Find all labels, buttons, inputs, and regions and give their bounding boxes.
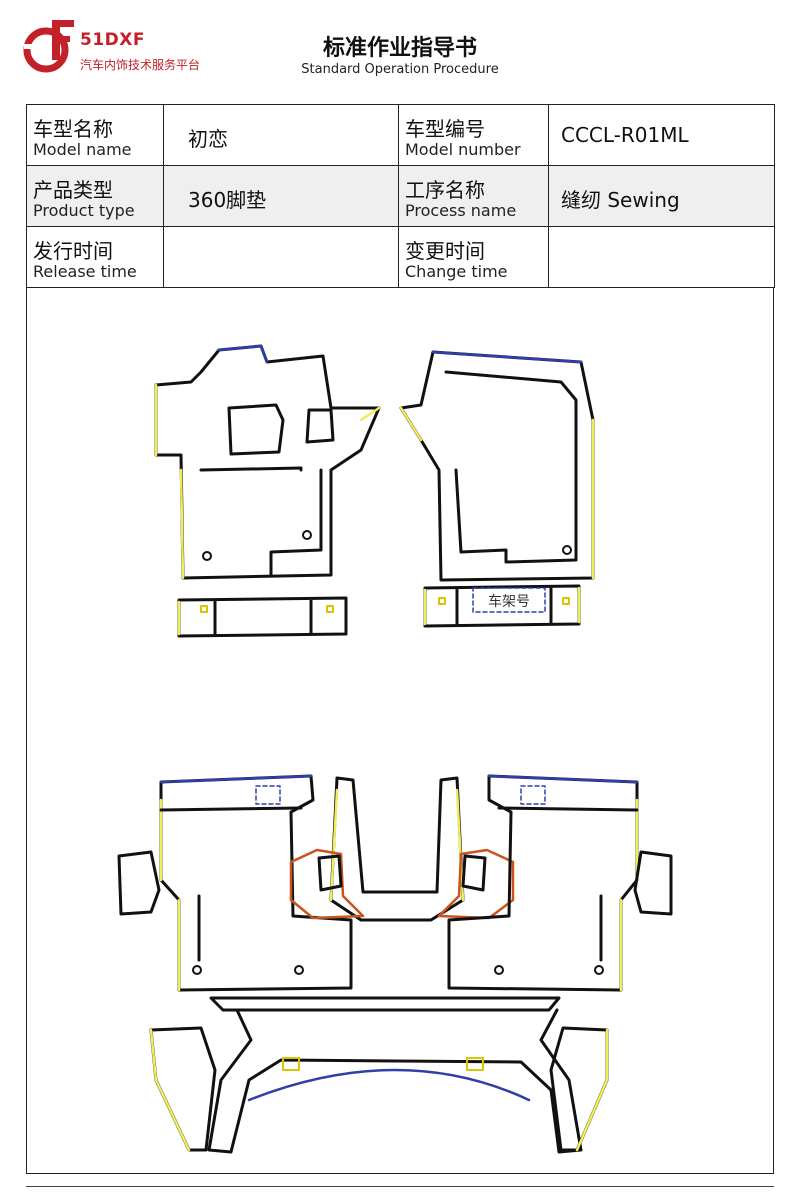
mat-front-left-edge-yellow bbox=[154, 383, 381, 580]
mat-front-left-clip-2 bbox=[326, 605, 334, 613]
mat-rear-left-outline bbox=[159, 774, 353, 992]
mat-rear-tunnel-outline bbox=[329, 776, 465, 922]
mat-rear-left-seat-rail bbox=[159, 806, 303, 962]
mat-trunk-top-strip bbox=[209, 996, 561, 1012]
mat-front-right-eyelet bbox=[562, 545, 572, 555]
mat-rear-left-side-tab bbox=[117, 850, 161, 916]
change-time-value-cell bbox=[548, 226, 775, 288]
process-name-value: 缝纫 Sewing bbox=[561, 188, 680, 212]
mat-front-left-eyelet-2 bbox=[302, 530, 312, 540]
process-name-label-cn: 工序名称 bbox=[405, 178, 485, 202]
mat-front-right-edge-blue bbox=[431, 350, 583, 364]
mat-front-left bbox=[154, 344, 381, 638]
page-title: 标准作业指导书 bbox=[322, 36, 477, 61]
mat-trunk-edge-yellow bbox=[149, 1028, 609, 1152]
mat-trunk-inner-arch bbox=[247, 1068, 531, 1102]
mat-front-left-bottom-strip bbox=[177, 596, 348, 638]
model-number-label-cn: 车型编号 bbox=[405, 117, 485, 141]
model-number-label-cell: 车型编号 Model number bbox=[398, 104, 549, 166]
mat-rear-tunnel-flap-left bbox=[289, 848, 365, 920]
info-row-model: 车型名称 Model name 初恋 车型编号 Model number CCC… bbox=[26, 104, 775, 166]
mat-rear-left-eyelet-2 bbox=[294, 965, 304, 975]
mat-rear-tunnel-pocket-right bbox=[461, 854, 487, 892]
logo-mark-icon bbox=[23, 20, 74, 73]
model-name-value: 初恋 bbox=[188, 127, 228, 151]
mat-trunk bbox=[149, 996, 609, 1154]
mat-rear-right bbox=[447, 774, 673, 992]
mat-trunk-outline bbox=[207, 1008, 583, 1154]
process-name-label-cell: 工序名称 Process name bbox=[398, 165, 549, 227]
release-time-label-cell: 发行时间 Release time bbox=[26, 226, 164, 288]
model-name-label-cell: 车型名称 Model name bbox=[26, 104, 164, 166]
mat-front-left-outline bbox=[154, 344, 381, 580]
product-type-label-cell: 产品类型 Product type bbox=[26, 165, 164, 227]
logo-brand-text: 51DXF bbox=[80, 30, 145, 50]
release-time-value-cell bbox=[163, 226, 399, 288]
model-name-label-cn: 车型名称 bbox=[33, 117, 113, 141]
process-name-value-cell: 缝纫 Sewing bbox=[548, 165, 775, 227]
mat-rear-right-edge-blue bbox=[487, 774, 639, 784]
pattern-drawing-area: 车架号 bbox=[26, 288, 774, 1174]
mat-front-left-eyelet bbox=[202, 551, 212, 561]
mat-rear-right-eyelet bbox=[494, 965, 504, 975]
model-number-value: CCCL-R01ML bbox=[561, 123, 689, 147]
mat-front-left-edge-blue bbox=[217, 344, 269, 364]
brand-logo: 51DXF 汽车内饰技术服务平台 bbox=[22, 18, 232, 78]
mat-front-right-edge-yellow bbox=[399, 406, 595, 580]
mat-front-right-frame-label-box bbox=[472, 587, 546, 613]
product-type-value: 360脚垫 bbox=[188, 188, 267, 212]
product-type-label-en: Product type bbox=[33, 201, 135, 220]
change-time-label-cn: 变更时间 bbox=[405, 239, 485, 263]
mat-front-left-clip bbox=[200, 605, 208, 613]
frame-number-label: 车架号 bbox=[488, 593, 530, 610]
mat-front-right-bottom-strip-edge bbox=[423, 586, 581, 626]
change-time-label-en: Change time bbox=[405, 262, 508, 281]
page-subtitle: Standard Operation Procedure bbox=[301, 62, 499, 77]
mat-front-left-inner-channel bbox=[199, 466, 323, 578]
model-name-value-cell: 初恋 bbox=[163, 104, 399, 166]
mat-rear-right-side-tab bbox=[633, 850, 673, 916]
mat-rear-left-clip-box bbox=[255, 785, 281, 805]
mat-rear-left bbox=[117, 774, 353, 992]
mat-rear-tunnel-edge-yellow bbox=[329, 788, 465, 902]
mat-rear-right-edge-yellow bbox=[619, 798, 639, 992]
mat-front-right-inner-channel bbox=[444, 370, 578, 564]
model-name-label-en: Model name bbox=[33, 140, 132, 159]
mat-rear-right-seat-rail bbox=[497, 806, 639, 962]
mat-rear-left-edge-blue bbox=[159, 774, 313, 784]
release-time-label-en: Release time bbox=[33, 262, 137, 281]
mat-front-right-clip-2 bbox=[562, 597, 570, 605]
model-number-label-en: Model number bbox=[405, 140, 521, 159]
mat-rear-left-eyelet bbox=[192, 965, 202, 975]
mat-rear-right-eyelet-2 bbox=[594, 965, 604, 975]
bottom-rule bbox=[26, 1186, 774, 1187]
mat-trunk-clip-left bbox=[282, 1057, 300, 1071]
mat-front-left-heel-pad bbox=[227, 403, 285, 456]
mat-front-right-outline bbox=[399, 350, 595, 582]
mat-front-right-clip bbox=[438, 597, 446, 605]
process-name-label-en: Process name bbox=[405, 201, 517, 220]
change-time-label-cell: 变更时间 Change time bbox=[398, 226, 549, 288]
mat-rear-left-edge-yellow bbox=[159, 798, 181, 992]
mat-rear-tunnel bbox=[289, 776, 515, 922]
mat-rear-tunnel-pocket-left bbox=[317, 854, 343, 892]
floor-mat-pattern-drawing: 车架号 bbox=[117, 344, 673, 1154]
mat-rear-right-clip-box bbox=[520, 785, 546, 805]
release-time-label-cn: 发行时间 bbox=[33, 239, 113, 263]
mat-front-right bbox=[399, 350, 595, 628]
logo-subtitle: 汽车内饰技术服务平台 bbox=[80, 58, 201, 72]
mat-trunk-clip-right bbox=[466, 1057, 484, 1071]
info-row-time: 发行时间 Release time 变更时间 Change time bbox=[26, 226, 775, 288]
mat-front-left-pedal-pad bbox=[305, 408, 335, 444]
info-table: 车型名称 Model name 初恋 车型编号 Model number CCC… bbox=[26, 104, 775, 288]
product-type-label-cn: 产品类型 bbox=[33, 178, 113, 202]
model-number-value-cell: CCCL-R01ML bbox=[548, 104, 775, 166]
product-type-value-cell: 360脚垫 bbox=[163, 165, 399, 227]
info-row-product: 产品类型 Product type 360脚垫 工序名称 Process nam… bbox=[26, 165, 775, 227]
